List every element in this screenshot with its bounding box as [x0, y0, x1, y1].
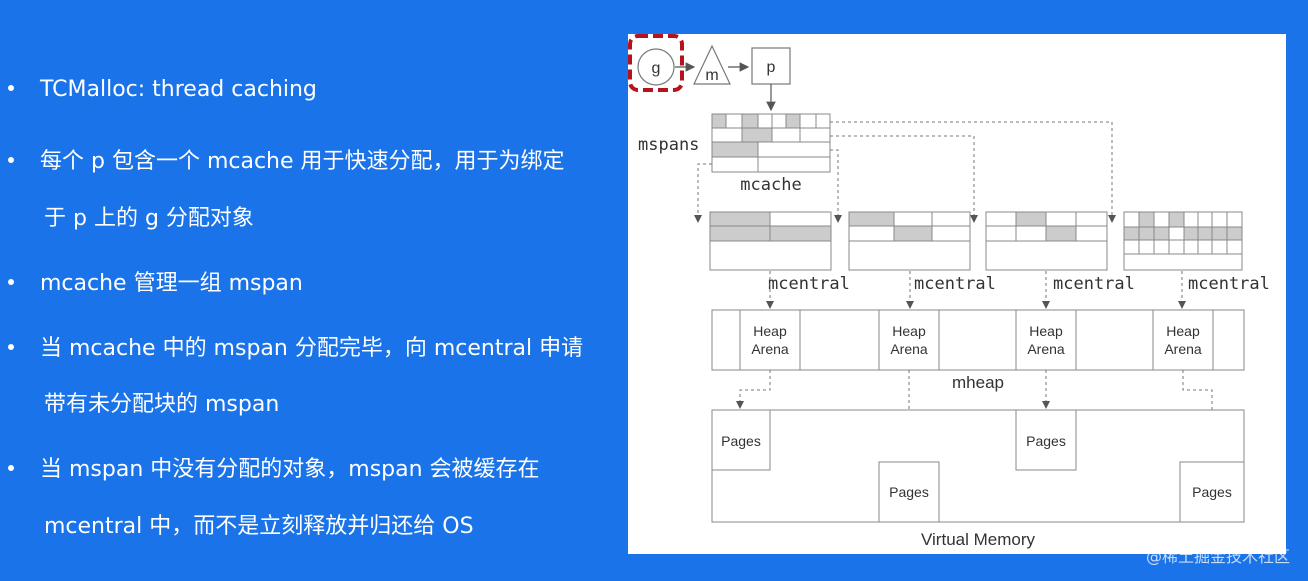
mcentral-3	[985, 211, 1108, 271]
pages-label-1: Pages	[721, 433, 761, 449]
mcentral-label-2: mcentral	[914, 274, 996, 294]
diagram-svg: g m p	[628, 34, 1270, 549]
g-highlight-box	[628, 34, 684, 92]
bullet-3-text: mcache 管理一组 mspan	[40, 271, 303, 296]
p-box	[751, 47, 791, 85]
bullet-5-text: 当 mspan 中没有分配的对象，mspan 会被缓存在	[40, 457, 540, 482]
mcache-label: mcache	[740, 175, 801, 195]
bullet-4-text: 当 mcache 中的 mspan 分配完毕，向 mcentral 申请	[40, 336, 584, 361]
bullet-5: 当 mspan 中没有分配的对象，mspan 会被缓存在	[8, 451, 540, 483]
bullet-4-continuation: 带有未分配块的 mspan	[44, 392, 280, 417]
bullet-5-continuation: mcentral 中，而不是立刻释放并归还给 OS	[44, 514, 474, 539]
heap-arena-3-line1: Heap	[1029, 323, 1063, 339]
mcentral-label-1: mcentral	[768, 274, 850, 294]
pages-label-2: Pages	[889, 484, 929, 500]
pages-label-4: Pages	[1192, 484, 1232, 500]
p-label: p	[767, 59, 776, 76]
mcache-spans	[711, 113, 831, 173]
bullet-4: 当 mcache 中的 mspan 分配完毕，向 mcentral 申请	[8, 330, 583, 362]
heap-arena-4-line2: Arena	[1164, 341, 1202, 357]
pages-blocks	[711, 409, 1245, 523]
mspans-label: mspans	[638, 135, 699, 155]
bullet-dot-icon	[8, 85, 14, 91]
bullet-dot-icon	[8, 157, 14, 163]
bullet-dot-icon	[8, 465, 14, 471]
mcentral-4	[1123, 211, 1243, 271]
bullet-3: mcache 管理一组 mspan	[8, 265, 303, 297]
heap-arena-3-line2: Arena	[1027, 341, 1065, 357]
mcentral-2	[848, 211, 971, 271]
virtual-memory-label: Virtual Memory	[921, 530, 1035, 549]
tcmalloc-diagram: g m p	[628, 34, 1286, 554]
heap-arena-2-line2: Arena	[890, 341, 928, 357]
bullet-2: 每个 p 包含一个 mcache 用于快速分配，用于为绑定	[8, 143, 565, 175]
mheap-label: mheap	[952, 373, 1004, 392]
mcentral-1	[709, 211, 832, 271]
watermark-text: @稀土掘金技术社区	[1145, 547, 1290, 566]
heap-arena-4-line1: Heap	[1166, 323, 1200, 339]
bullet-dot-icon	[8, 344, 14, 350]
bullet-list: TCMalloc: thread caching 每个 p 包含一个 mcach…	[0, 0, 620, 581]
pages-label-3: Pages	[1026, 433, 1066, 449]
bullet-1: TCMalloc: thread caching	[8, 77, 317, 102]
heap-arena-1-line2: Arena	[751, 341, 789, 357]
heap-arena-2-line1: Heap	[892, 323, 926, 339]
m-triangle	[693, 44, 731, 85]
m-label: m	[705, 67, 718, 84]
g-circle	[637, 48, 675, 86]
heap-arena-1-line1: Heap	[753, 323, 787, 339]
mcentral-label-4: mcentral	[1188, 274, 1270, 294]
bullet-2-text: 每个 p 包含一个 mcache 用于快速分配，用于为绑定	[40, 149, 565, 174]
heap-arenas	[739, 309, 1214, 371]
g-label: g	[652, 60, 661, 77]
bullet-2-continuation: 于 p 上的 g 分配对象	[44, 206, 254, 231]
virtual-memory-box	[711, 409, 1245, 523]
mcentral-label-3: mcentral	[1053, 274, 1135, 294]
bullet-1-text: TCMalloc: thread caching	[40, 77, 317, 102]
bullet-dot-icon	[8, 279, 14, 285]
